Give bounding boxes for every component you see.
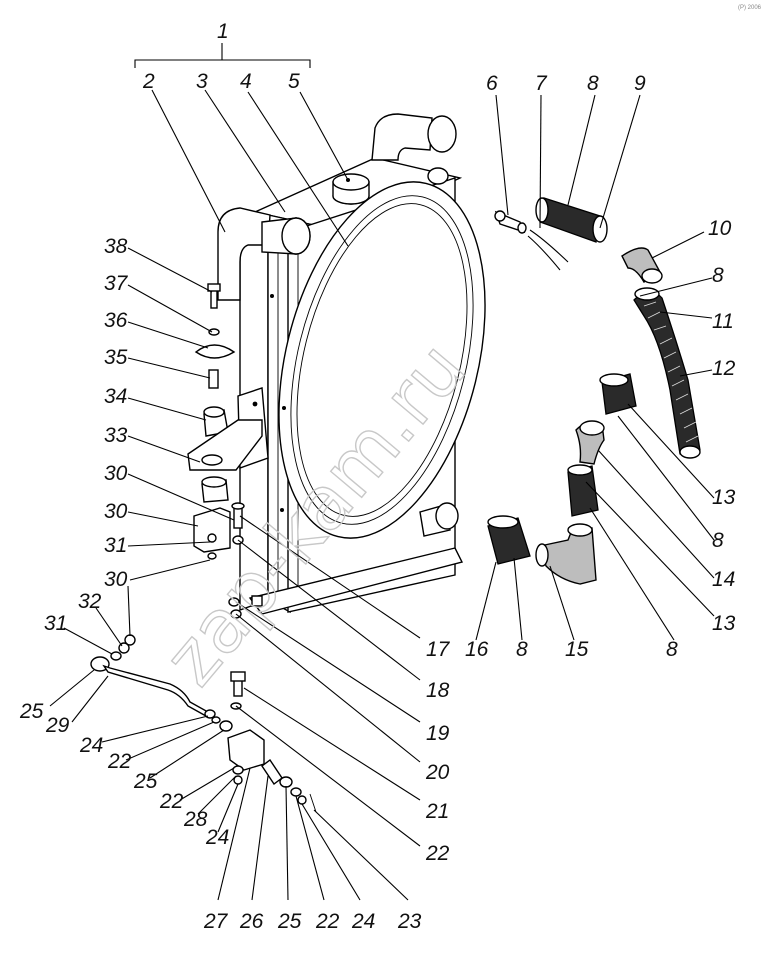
- callout-label: 11: [712, 310, 734, 333]
- callout-label: 18: [426, 679, 450, 702]
- callout-label: 25: [133, 770, 158, 793]
- callout-label: 27: [203, 910, 229, 933]
- callout-label: 24: [205, 826, 229, 849]
- callout-label: 30: [104, 568, 128, 591]
- radiator-assembly: [217, 113, 486, 615]
- callout-label: 24: [351, 910, 375, 933]
- callout-label: 13: [712, 486, 736, 509]
- callout-label: 20: [425, 761, 450, 784]
- callout-label: 7: [535, 72, 548, 95]
- callout-label: 28: [183, 808, 208, 831]
- callout-label: 31: [44, 612, 67, 635]
- elbow-pipe-14: [575, 420, 605, 465]
- corner-mark: (P) 2006: [738, 5, 762, 11]
- callout-label: 15: [565, 638, 589, 661]
- callout-label: 34: [104, 385, 127, 408]
- leader-lines: [49, 43, 715, 901]
- callout-label: 36: [104, 309, 128, 332]
- callout-label: 19: [426, 722, 450, 745]
- callout-label: 17: [426, 638, 451, 661]
- callout-label: 31: [104, 534, 127, 557]
- callout-label: 24: [79, 734, 103, 757]
- callout-label: 12: [712, 357, 736, 380]
- callout-label: 23: [397, 910, 422, 933]
- callout-label: 37: [104, 272, 129, 295]
- callout-label: 2: [142, 70, 155, 93]
- callout-label: 30: [104, 500, 128, 523]
- callout-label: 8: [666, 638, 678, 661]
- callout-label: 33: [104, 424, 128, 447]
- callout-label: 21: [425, 800, 449, 823]
- callout-label: 3: [196, 70, 208, 93]
- label-1: 1: [217, 20, 229, 43]
- hose-16: [487, 515, 531, 565]
- callout-label: 8: [712, 264, 724, 287]
- callout-label: 16: [465, 638, 489, 661]
- callout-label: 22: [107, 750, 132, 773]
- callout-label: 8: [587, 72, 599, 95]
- callout-label: 26: [239, 910, 264, 933]
- elbow-pipe-10: [621, 247, 663, 284]
- callout-label: 25: [19, 700, 44, 723]
- callout-label: 22: [315, 910, 340, 933]
- corrugated-hose: [633, 287, 701, 459]
- callout-label: 32: [78, 590, 102, 613]
- hose-13-lower: [567, 464, 599, 517]
- callout-label: 5: [288, 70, 300, 93]
- callout-label: 8: [516, 638, 528, 661]
- drain-valve: [494, 210, 527, 234]
- tee-pipe-15: [535, 523, 597, 585]
- callout-labels: 1 2 3 4 5 6 7 8 9 10 8 11 12 13 8 14 13 …: [19, 20, 736, 933]
- drain-hose: [527, 229, 569, 271]
- callout-label: 22: [159, 790, 184, 813]
- callout-label: 4: [240, 70, 252, 93]
- callout-label: 8: [712, 529, 724, 552]
- callout-label: 30: [104, 462, 128, 485]
- callout-label: 6: [486, 72, 498, 95]
- callout-label: 35: [104, 346, 128, 369]
- callout-label: 29: [45, 714, 70, 737]
- hose-clamp-upper: [535, 197, 608, 243]
- callout-label: 25: [277, 910, 302, 933]
- callout-label: 38: [104, 235, 128, 258]
- callout-label: 14: [712, 568, 735, 591]
- callout-label: 9: [634, 72, 646, 95]
- hose-13-upper: [599, 373, 637, 415]
- callout-label: 10: [708, 217, 732, 240]
- callout-label: 13: [712, 612, 736, 635]
- callout-label: 22: [425, 842, 450, 865]
